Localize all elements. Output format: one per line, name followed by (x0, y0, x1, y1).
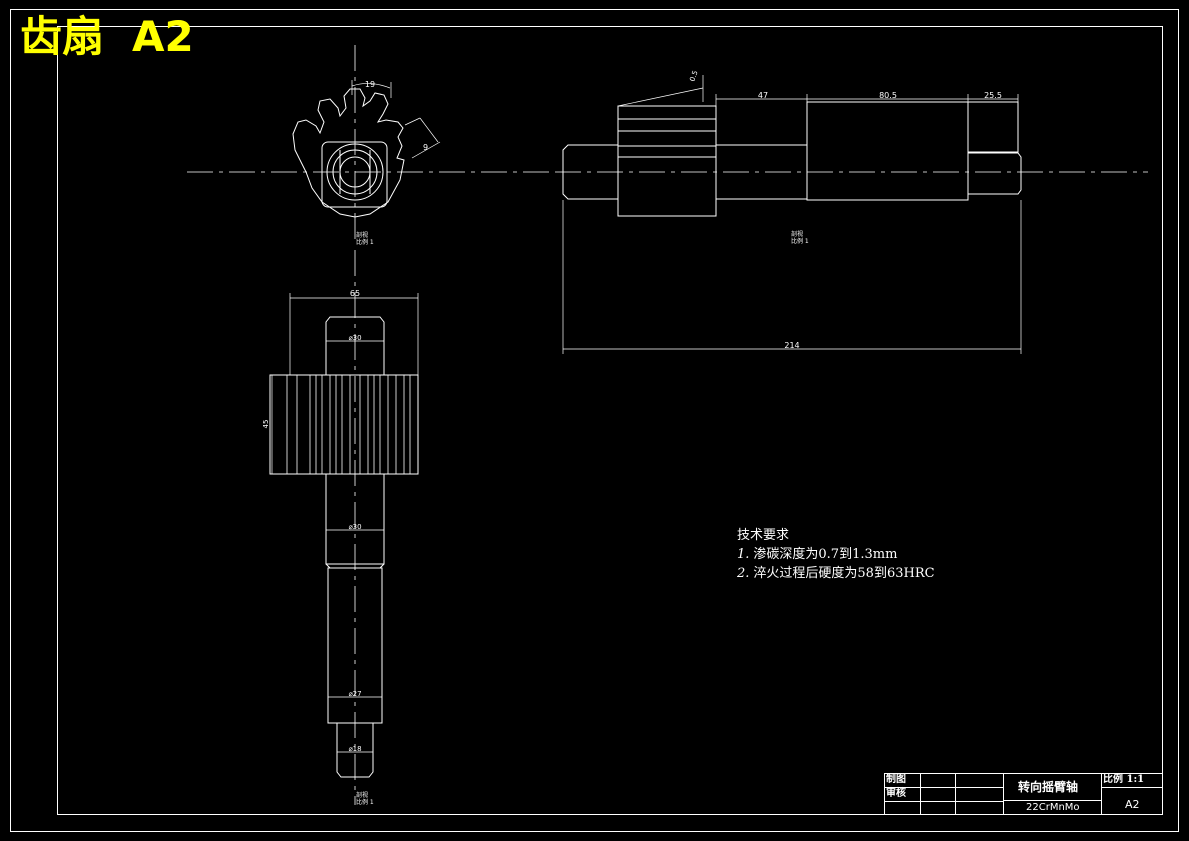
tech-item-text: 渗碳深度为0.7到1.3mm (753, 547, 898, 562)
dim-side-d1: 47 (758, 91, 768, 100)
dim-top-tooth-depth: 9 (423, 143, 428, 152)
dim-side-d3: 25.5 (984, 91, 1002, 100)
tech-item: 2.淬火过程后硬度为58到63HRC (737, 564, 935, 583)
top-view-gear-sector (187, 45, 555, 245)
tech-item: 1.渗碳深度为0.7到1.3mm (737, 545, 935, 564)
tech-heading: 技术要求 (737, 528, 790, 543)
view-label-top-line1: 剖视 (356, 231, 368, 239)
dim-side-total: 214 (784, 341, 799, 350)
title-block-grid (884, 773, 1163, 815)
title-block-material: 22CrMnMo (1026, 802, 1080, 813)
title-block-drawn-by: 制图 (886, 774, 906, 785)
view-label-side-line2: 比例 1 (791, 237, 809, 245)
dim-front-d-low: ⌀27 (348, 690, 361, 698)
tech-item-index: 1. (737, 547, 750, 562)
view-label-front-line1: 剖视 (356, 791, 368, 799)
dim-top-arc-width: 19 (365, 80, 375, 89)
sheet-code: A2 (132, 12, 194, 61)
dim-side-d2: 80.5 (879, 91, 897, 100)
title-block-part-name: 转向摇臂轴 (1018, 780, 1079, 794)
tech-item-index: 2. (737, 566, 750, 581)
dim-side-angle: 0.5 (688, 69, 699, 82)
view-label-front-line2: 比例 1 (356, 798, 374, 806)
title-block-checked-by: 审核 (886, 788, 906, 799)
dim-front-width: 65 (350, 289, 360, 298)
dim-front-d-tip: ⌀18 (348, 745, 361, 753)
tech-item-text: 淬火过程后硬度为58到63HRC (753, 566, 935, 581)
inner-border (57, 26, 1163, 815)
view-label-top-line2: 比例 1 (356, 238, 374, 246)
dim-front-d-top: ⌀30 (348, 334, 361, 342)
title-block-sheet-size: A2 (1125, 798, 1140, 811)
outer-border (10, 9, 1179, 832)
view-label-side-line1: 剖视 (791, 230, 803, 238)
dim-front-height: 45 (262, 420, 270, 429)
sheet-title-text: 齿扇 (20, 12, 105, 61)
front-view-shaft (269, 250, 419, 805)
technical-requirements: 技术要求 1.渗碳深度为0.7到1.3mm 2.淬火过程后硬度为58到63HRC (737, 526, 935, 583)
dim-front-d-mid: ⌀30 (348, 523, 361, 531)
title-block-scale: 比例 1:1 (1103, 774, 1145, 785)
side-view-shaft (555, 75, 1148, 354)
